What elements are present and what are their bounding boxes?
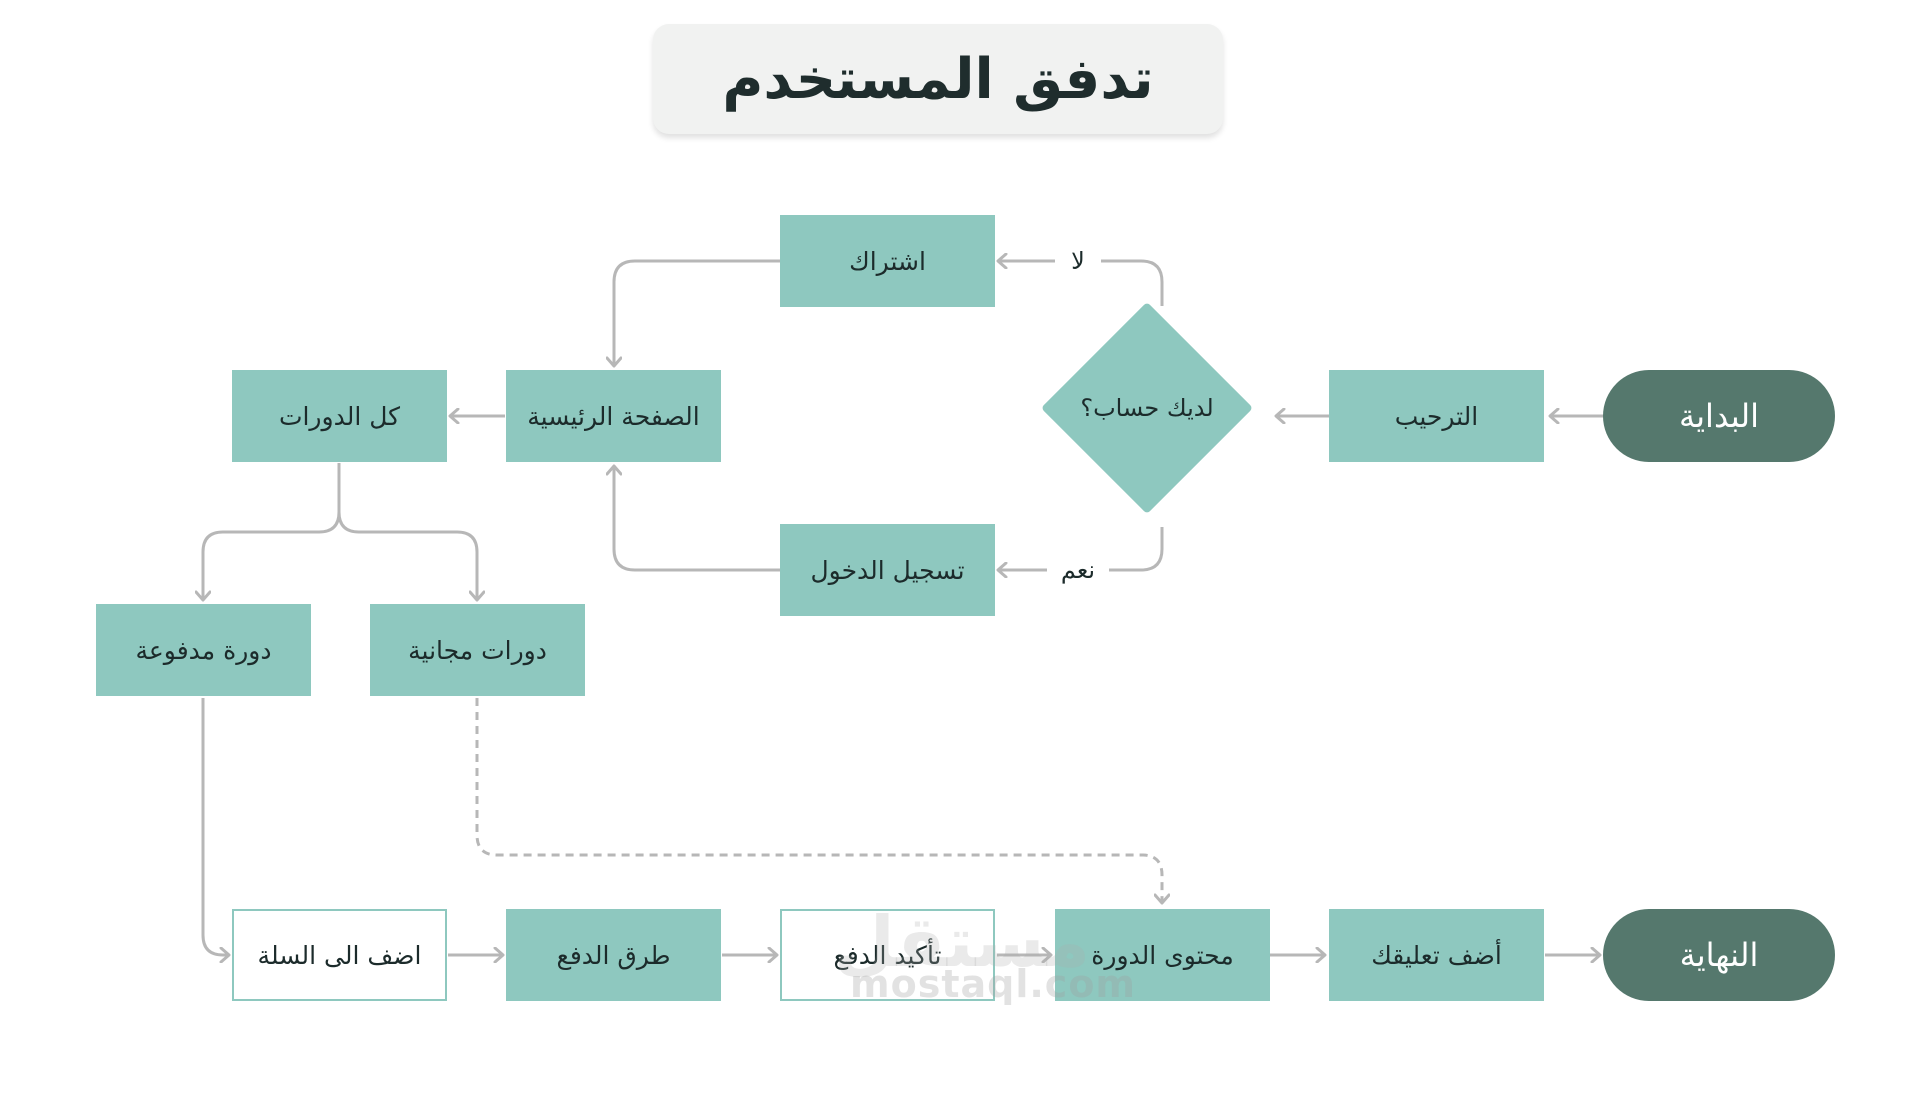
node-welcome: الترحيب — [1329, 370, 1544, 462]
node-free-courses: دورات مجانية — [370, 604, 585, 696]
connector-login-home — [614, 466, 780, 572]
node-has-account: لديك حساب؟ — [1080, 394, 1214, 422]
connector-allcourses-free — [337, 511, 477, 600]
connector-decision-login — [1109, 527, 1164, 572]
node-add-comment: أضف تعليقك — [1329, 909, 1544, 1001]
connector-subscribe-home — [614, 259, 780, 366]
connector-decision-subscribe — [1101, 259, 1164, 306]
connector-allcourses-split — [203, 463, 341, 600]
watermark-logo: مستقل — [833, 901, 1090, 983]
connector-paid-cart — [201, 698, 229, 955]
node-payment-confirm: تأكيد الدفع — [780, 909, 995, 1001]
edge-label-no: لا — [1071, 247, 1085, 275]
node-course-content: محتوى الدورة — [1055, 909, 1270, 1001]
node-payment-methods: طرق الدفع — [506, 909, 721, 1001]
title-card: تدفق المستخدم — [653, 24, 1223, 134]
node-login: تسجيل الدخول — [780, 524, 995, 616]
node-add-to-cart: اضف الى السلة — [232, 909, 447, 1001]
node-all-courses: كل الدورات — [232, 370, 447, 462]
node-start: البداية — [1603, 370, 1835, 462]
connector-free-content — [475, 698, 1162, 903]
edge-label-yes: نعم — [1060, 556, 1096, 584]
watermark-url: mostaql.com — [850, 962, 1137, 1006]
node-home: الصفحة الرئيسية — [506, 370, 721, 462]
node-subscribe: اشتراك — [780, 215, 995, 307]
node-paid-course: دورة مدفوعة — [96, 604, 311, 696]
node-end: النهاية — [1603, 909, 1835, 1001]
diagram-title: تدفق المستخدم — [722, 46, 1154, 112]
